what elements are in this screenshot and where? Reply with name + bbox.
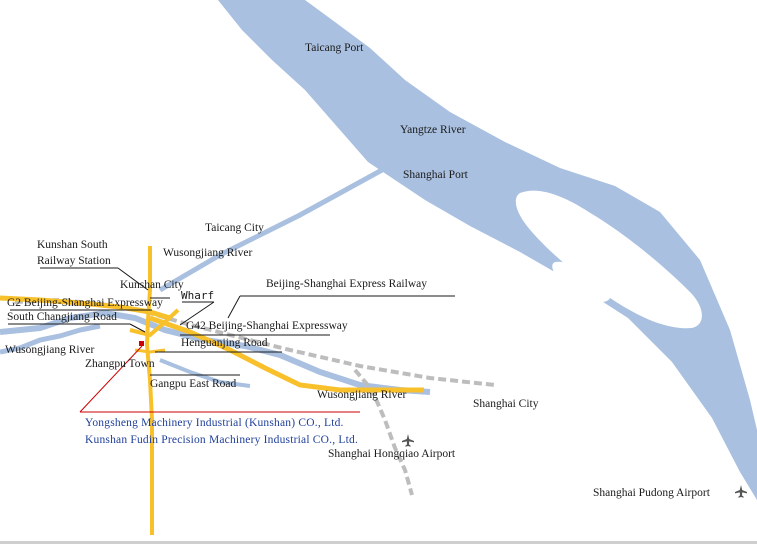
label-taicang-city: Taicang City [205, 222, 264, 234]
label-wusongjiang-river-right: Wusongjiang River [317, 389, 406, 401]
wusongjiang-river-left-bend [0, 323, 101, 355]
label-pudong-airport: Shanghai Pudong Airport [593, 487, 711, 499]
label-company-fudin: Kunshan Fudin Precision Machinery Indust… [85, 434, 358, 446]
label-g2-expressway: G2 Beijing-Shanghai Expressway [7, 297, 163, 309]
label-south-changjiang-road: South Changjiang Road [7, 311, 117, 323]
label-gangpu-east-road: Gangpu East Road [150, 378, 236, 390]
label-wharf: Wharf [181, 289, 214, 302]
bottom-divider [0, 541, 757, 544]
label-wusongjiang-river-left: Wusongjiang River [5, 344, 94, 356]
label-shanghai-port: Shanghai Port [403, 169, 469, 181]
label-wusongjiang-river-top: Wusongjiang River [163, 247, 252, 259]
g2-expressway-line [0, 295, 171, 321]
kunshan-north-road [144, 246, 154, 535]
yangtze-river-water [218, 0, 757, 500]
label-g42-expressway: G42 Beijing-Shanghai Expressway [186, 320, 348, 332]
company-location-marker [139, 341, 144, 346]
pudong-airplane-icon [735, 485, 747, 498]
kunshan-local-road [134, 348, 166, 354]
label-kunshan-south-line1: Kunshan South [37, 239, 108, 251]
kunshan-connector-road [129, 308, 180, 338]
label-kunshan-south-line2: Railway Station [37, 255, 111, 267]
label-zhangpu-town: Zhangpu Town [85, 358, 155, 370]
hongqiao-airplane-icon [402, 434, 414, 447]
label-henguanjing-road: Henguanjing Road [181, 337, 268, 349]
label-taicang-port: Taicang Port [305, 42, 364, 54]
canal-to-taicang [158, 167, 384, 293]
river-island-large [515, 190, 702, 329]
label-yangtze-river: Yangtze River [400, 124, 466, 136]
company-pointer [79, 345, 360, 413]
label-hongqiao-airport: Shanghai Hongqiao Airport [328, 448, 456, 460]
railway-branch-south [353, 368, 414, 496]
label-kunshan-city: Kunshan City [120, 279, 184, 291]
label-beijing-shanghai-railway: Beijing-Shanghai Express Railway [266, 278, 427, 290]
label-company-yongsheng: Yongsheng Machinery Industrial (Kunshan)… [85, 417, 344, 429]
river-island-small [552, 261, 612, 302]
small-waterway [159, 358, 251, 388]
leader-lines [8, 267, 455, 376]
label-shanghai-city: Shanghai City [473, 398, 539, 410]
